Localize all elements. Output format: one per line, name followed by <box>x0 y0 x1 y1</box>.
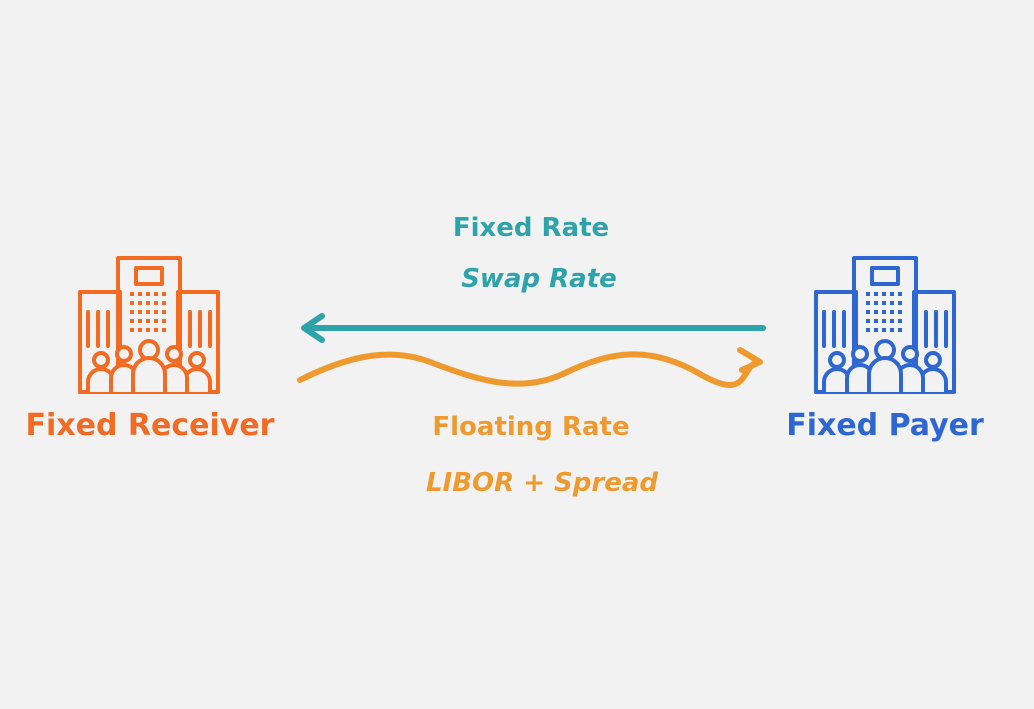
receiver-building-icon <box>78 256 220 394</box>
payer-label: Fixed Payer <box>786 408 984 443</box>
swap-rate-label: Swap Rate <box>461 264 617 294</box>
fixed-rate-arrow <box>301 313 766 343</box>
libor-spread-label: LIBOR + Spread <box>425 468 659 498</box>
floating-rate-arrow <box>297 347 763 388</box>
fixed-rate-label: Fixed Rate <box>452 213 610 243</box>
floating-rate-label: Floating Rate <box>432 412 630 442</box>
payer-building-icon <box>814 256 956 394</box>
receiver-label: Fixed Receiver <box>25 408 275 443</box>
